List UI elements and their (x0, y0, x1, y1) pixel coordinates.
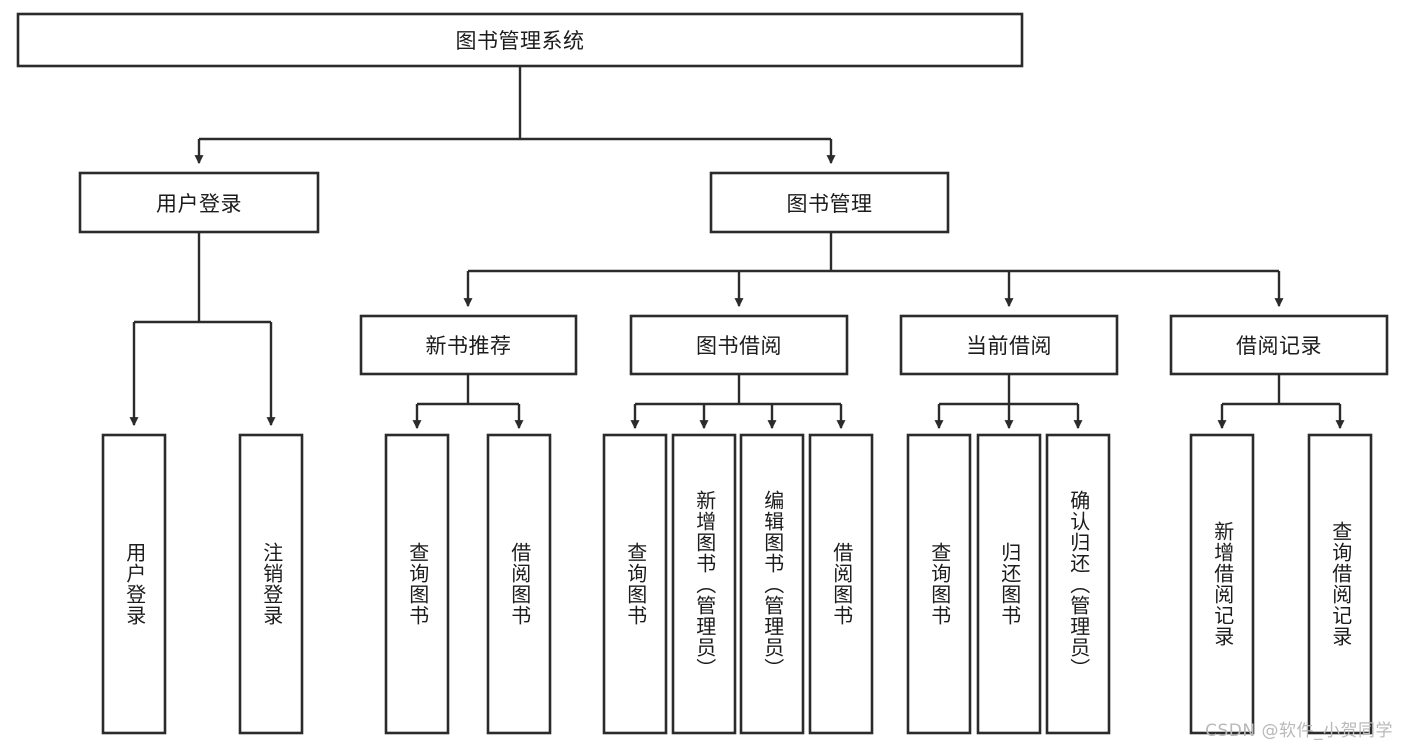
node-box-new-book-recommend[interactable] (359, 314, 578, 376)
node-box-leaf-user-login[interactable] (101, 433, 167, 735)
node-box-leaf-borrow-book-1[interactable] (486, 433, 552, 735)
node-box-leaf-return-book[interactable] (976, 433, 1042, 735)
connector-current-borrow-to-leaves (934, 374, 1083, 430)
connector-user-login-to-leaves (129, 232, 276, 427)
node-box-leaf-add-book[interactable] (671, 433, 737, 735)
connector-borrow-record-to-leaves (1217, 374, 1345, 430)
connector-book-manage-to-level3 (463, 232, 1284, 308)
node-box-leaf-user-logout[interactable] (238, 433, 304, 735)
watermark-text: CSDN @软件_小贺同学 (1205, 721, 1393, 741)
connector-root-to-level2 (194, 66, 836, 165)
node-box-current-borrow[interactable] (899, 314, 1119, 376)
node-box-leaf-add-record[interactable] (1189, 433, 1255, 735)
connector-book-borrow-to-leaves (630, 374, 846, 430)
node-box-borrow-record[interactable] (1169, 314, 1389, 376)
node-box-user-login[interactable] (78, 171, 320, 234)
node-box-book-manage[interactable] (709, 171, 950, 234)
node-box-leaf-query-book-1[interactable] (384, 433, 450, 735)
node-box-leaf-confirm-return[interactable] (1045, 433, 1111, 735)
node-box-leaf-borrow-book-2[interactable] (808, 433, 874, 735)
node-box-leaf-edit-book[interactable] (739, 433, 805, 735)
node-box-leaf-query-record[interactable] (1307, 433, 1373, 735)
node-box-book-borrow[interactable] (629, 314, 849, 376)
node-box-root[interactable] (16, 12, 1024, 68)
node-box-leaf-query-book-2[interactable] (602, 433, 668, 735)
connector-new-book-recommend-to-leaves (412, 374, 524, 430)
node-box-leaf-query-book-3[interactable] (906, 433, 972, 735)
